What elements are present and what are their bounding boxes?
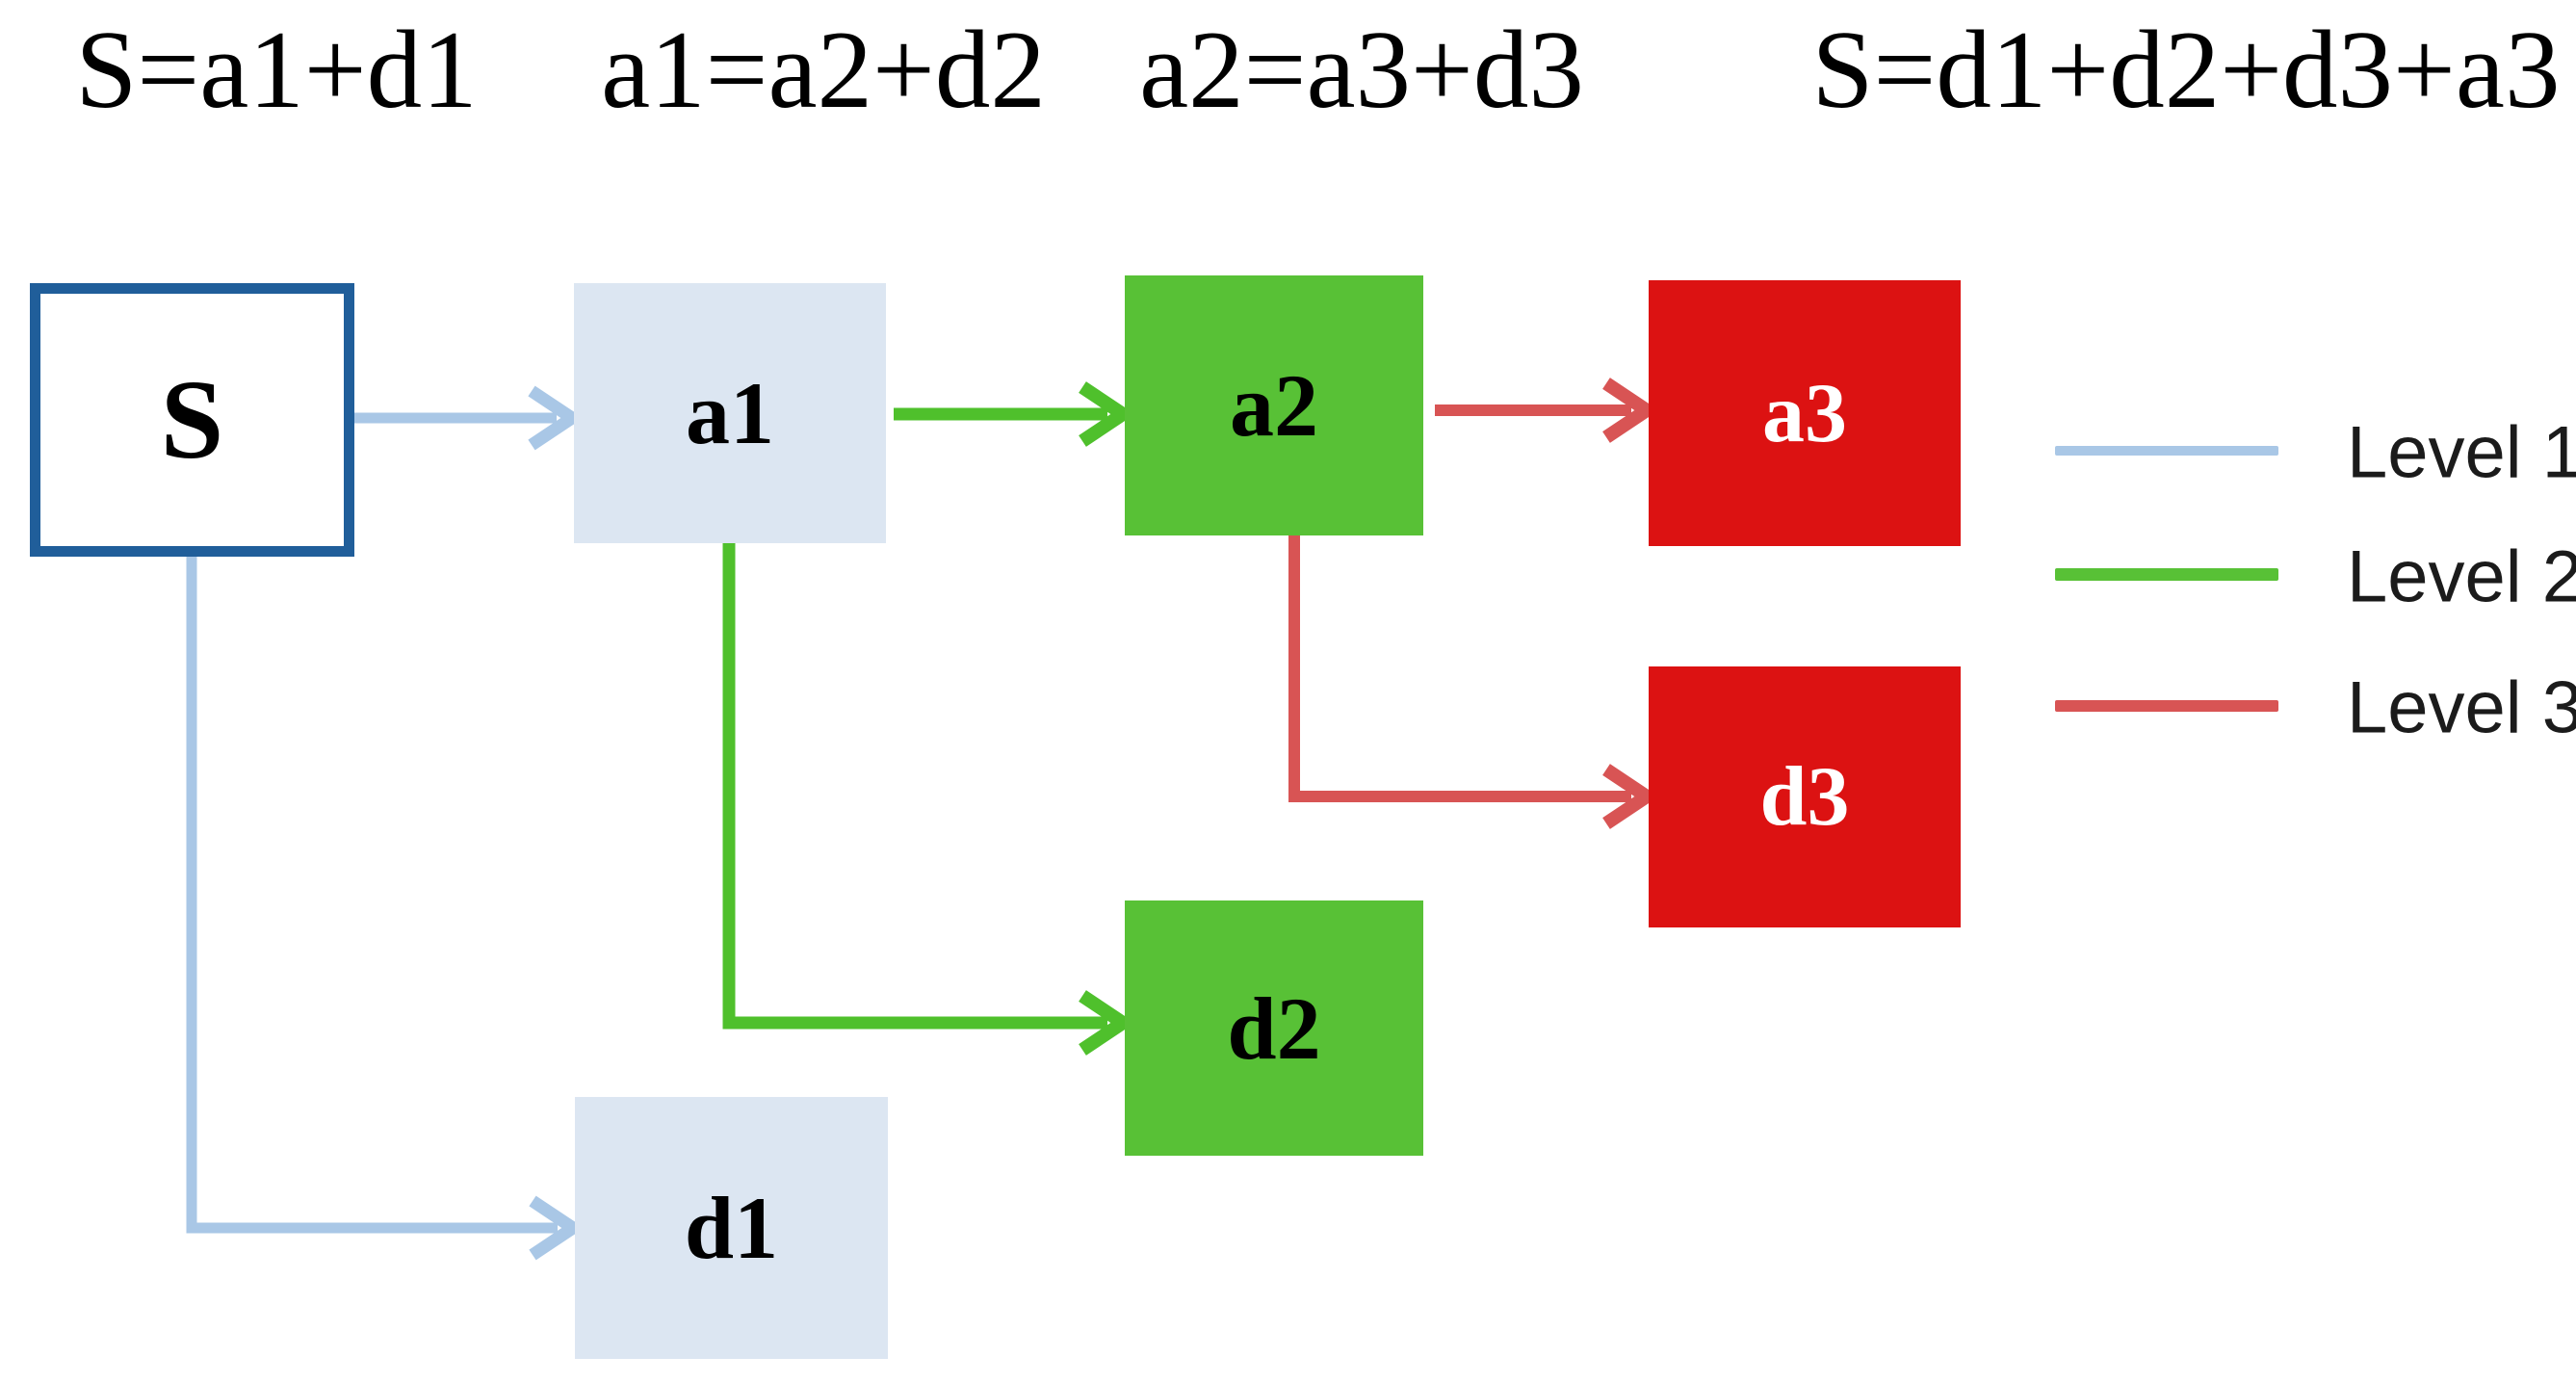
node-d1: d1 (575, 1097, 888, 1359)
equation-level2: a1=a2+d2 (601, 9, 1046, 131)
node-d2-label: d2 (1227, 979, 1321, 1078)
node-a1: a1 (574, 283, 886, 543)
legend-line-level-2 (2055, 568, 2278, 581)
node-s-label: S (160, 356, 224, 483)
legend-label-level-2: Level 2 (2347, 535, 2576, 618)
legend-line-level-3 (2055, 700, 2278, 712)
arrow-s-to-d1 (186, 557, 585, 1261)
node-a3-label: a3 (1762, 366, 1847, 460)
node-d2: d2 (1125, 900, 1423, 1156)
equation-level1: S=a1+d1 (75, 9, 478, 131)
node-d3: d3 (1649, 666, 1961, 927)
node-a3: a3 (1649, 280, 1961, 546)
legend-line-level-1 (2055, 446, 2278, 456)
arrow-a1-to-d2 (722, 543, 1135, 1056)
equation-total: S=d1+d2+d3+a3 (1811, 9, 2561, 131)
node-a2: a2 (1125, 275, 1423, 535)
arrow-a2-to-d3 (1288, 535, 1659, 829)
legend-label-level-3: Level 3 (2347, 666, 2576, 749)
legend-label-level-1: Level 1 (2347, 411, 2576, 494)
arrow-a1-to-a2 (894, 381, 1135, 447)
arrow-a2-to-a3 (1435, 378, 1659, 443)
node-a1-label: a1 (686, 364, 774, 462)
node-s: S (30, 283, 354, 557)
node-d1-label: d1 (684, 1179, 779, 1277)
arrow-s-to-a1 (354, 385, 584, 451)
node-a2-label: a2 (1230, 356, 1318, 455)
equation-level3: a2=a3+d3 (1139, 9, 1584, 131)
node-d3-label: d3 (1759, 750, 1850, 844)
